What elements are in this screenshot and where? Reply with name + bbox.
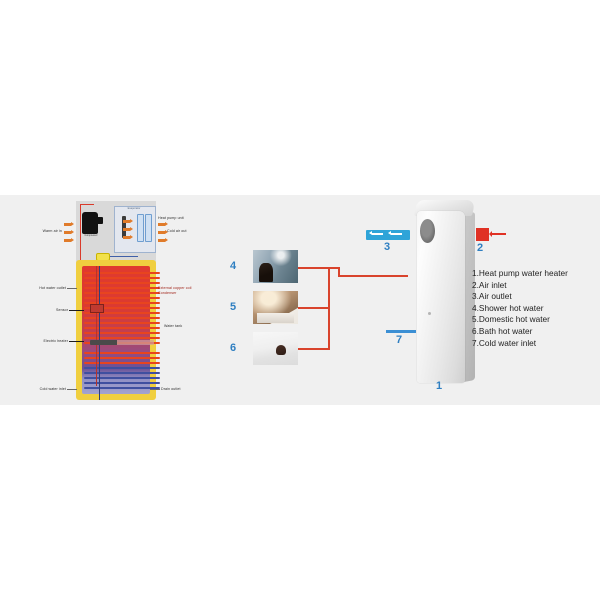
label-cold-air-out: Cold air out — [167, 229, 187, 233]
unit-indicator-dot — [428, 312, 431, 315]
pipe-main-to-heater — [338, 275, 408, 278]
callout-number-3: 3 — [384, 241, 391, 253]
label-hot-water-outlet: Hot water outlet — [39, 286, 66, 290]
pipe-bath-branch — [298, 348, 330, 351]
callout-number-2: 2 — [477, 242, 484, 254]
fixture-number-5: 5 — [230, 301, 237, 313]
pipe-shower-branch — [298, 267, 340, 270]
electric-heater-element — [90, 340, 154, 345]
fan-icon — [122, 216, 126, 238]
label-external-copper-coil: External copper coil — [158, 286, 192, 290]
label-drain-outlet: Drain outlet — [161, 387, 181, 391]
legend-item-6: 6.Bath hot water — [472, 325, 533, 336]
pipe-faucet-branch — [298, 307, 330, 310]
cold-air-arrow-2 — [158, 230, 168, 234]
leader-cold-water-inlet — [67, 389, 77, 390]
photo-bathtub — [253, 332, 298, 365]
refrigerant-line-cold — [108, 256, 138, 258]
photo-faucet — [253, 291, 298, 324]
water-tank-body — [82, 266, 160, 400]
evaporator-chamber-label: Evaporator — [127, 207, 141, 210]
tank-hot-riser — [96, 266, 98, 386]
airflow-arrow-inner-3 — [123, 235, 133, 239]
label-heat-pump-unit: Heat pump unit — [158, 216, 184, 220]
warm-air-arrow-2 — [64, 230, 74, 234]
label-warm-air-in: Warm air in — [42, 229, 62, 233]
fixture-number-4: 4 — [230, 260, 237, 272]
callout-number-7: 7 — [396, 334, 403, 346]
tank-cutaway-illustration: Evaporator Compressor EEV — [18, 198, 218, 403]
fan-grille-icon — [420, 219, 435, 243]
leader-electric-heater — [69, 341, 84, 342]
legend-item-2: 2.Air inlet — [472, 279, 507, 290]
warm-air-arrow-1 — [64, 222, 74, 226]
condenser-coil-ribs — [84, 272, 160, 392]
cold-air-arrow-1 — [158, 222, 168, 226]
cold-water-inlet-pipe — [386, 330, 416, 333]
air-inlet-square-marker — [476, 228, 489, 241]
tank-insulation-shell — [76, 260, 160, 400]
leader-sensor — [69, 310, 84, 311]
cold-air-arrow-3 — [158, 238, 168, 242]
label-sensor: Sensor — [56, 308, 68, 312]
callout-number-1: 1 — [436, 380, 443, 392]
temperature-sensor-icon — [90, 304, 104, 313]
evaporator-coil-1 — [137, 214, 144, 242]
fixture-number-6: 6 — [230, 342, 237, 354]
photo-shower — [253, 250, 298, 283]
tank-cold-dip-tube — [99, 266, 101, 400]
heat-pump-water-heater-unit: 3 2 7 1 — [366, 200, 506, 392]
legend-item-7: 7.Cold water inlet — [472, 337, 537, 348]
legend-item-4: 4.Shower hot water — [472, 302, 544, 313]
label-water-tank: Water tank — [164, 324, 183, 328]
warm-air-arrow-3 — [64, 238, 74, 242]
leader-hot-water-outlet — [67, 288, 77, 289]
air-inlet-arrow-icon — [489, 230, 506, 237]
leader-drain-outlet — [150, 389, 160, 390]
compressor-icon — [82, 212, 103, 234]
label-electric-heater: Electric heater — [43, 339, 68, 343]
legend-item-1: 1.Heat pump water heater — [472, 268, 568, 278]
pipe-riser-inner — [328, 267, 331, 350]
label-condenser: Condenser — [158, 291, 177, 295]
compressor-label: Compressor — [84, 234, 98, 237]
legend-item-3: 3.Air outlet — [472, 291, 512, 302]
fixture-group: 4 5 6 — [230, 248, 408, 378]
airflow-arrow-inner-1 — [123, 219, 133, 223]
pipe-riser-outer — [338, 267, 341, 277]
airflow-arrow-inner-2 — [123, 227, 133, 231]
legend-item-5: 5.Domestic hot water — [472, 314, 550, 325]
air-outlet-arrow-badge — [366, 230, 410, 240]
evaporator-coil-2 — [145, 214, 152, 242]
refrigerant-line-hot — [80, 204, 82, 260]
refrigerant-line-hot-top — [80, 204, 94, 206]
legend-list: 1.Heat pump water heater 2.Air inlet 3.A… — [472, 268, 598, 349]
label-cold-water-inlet: Cold water inlet — [39, 387, 66, 391]
